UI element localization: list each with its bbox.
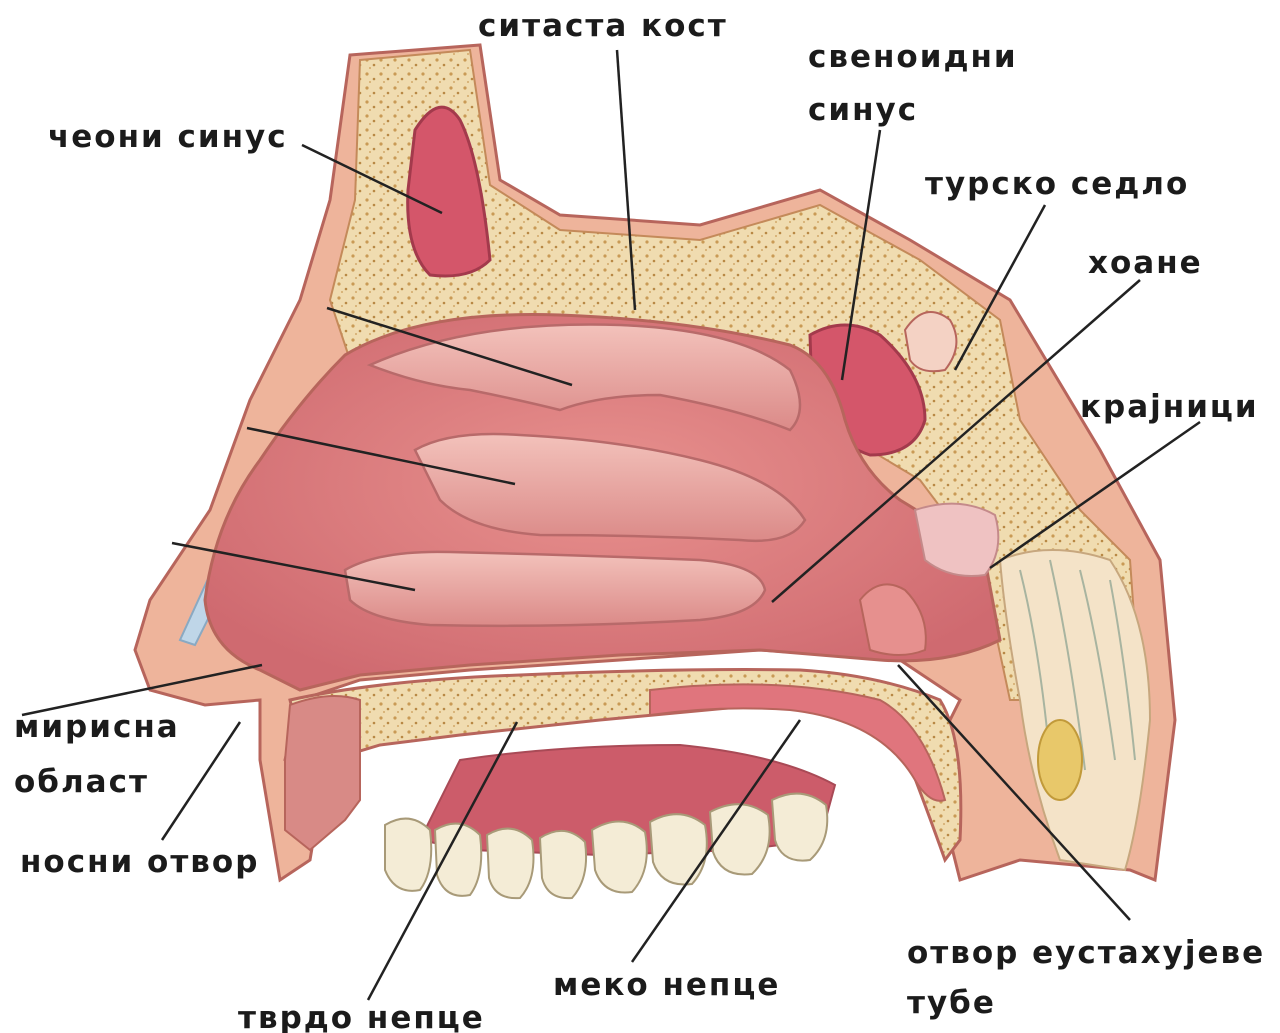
label-eustachian-line1: отвор еустахујеве — [907, 935, 1265, 971]
label-olfactory-line2: област — [14, 764, 149, 800]
label-eustachian-line2: тубе — [907, 985, 996, 1021]
label-choanae: хоане — [1088, 245, 1203, 281]
label-tonsils: крајници — [1080, 389, 1259, 425]
label-sphenoid-line1: свеноидни — [808, 39, 1018, 75]
label-soft-palate: меко непце — [553, 967, 780, 1003]
label-hard-palate: тврдо непце — [238, 1000, 485, 1033]
label-sphenoid-line2: синус — [808, 92, 918, 128]
label-olfactory-line1: мирисна — [14, 709, 180, 745]
label-sella: турско седло — [925, 166, 1189, 202]
upper-lip — [285, 696, 360, 850]
sella-notch — [905, 312, 956, 371]
label-frontal: чеони синус — [48, 119, 288, 155]
label-ethmoid: ситаста кост — [478, 8, 728, 44]
fat-deposit — [1038, 720, 1082, 800]
label-nostril: носни отвор — [20, 844, 259, 880]
